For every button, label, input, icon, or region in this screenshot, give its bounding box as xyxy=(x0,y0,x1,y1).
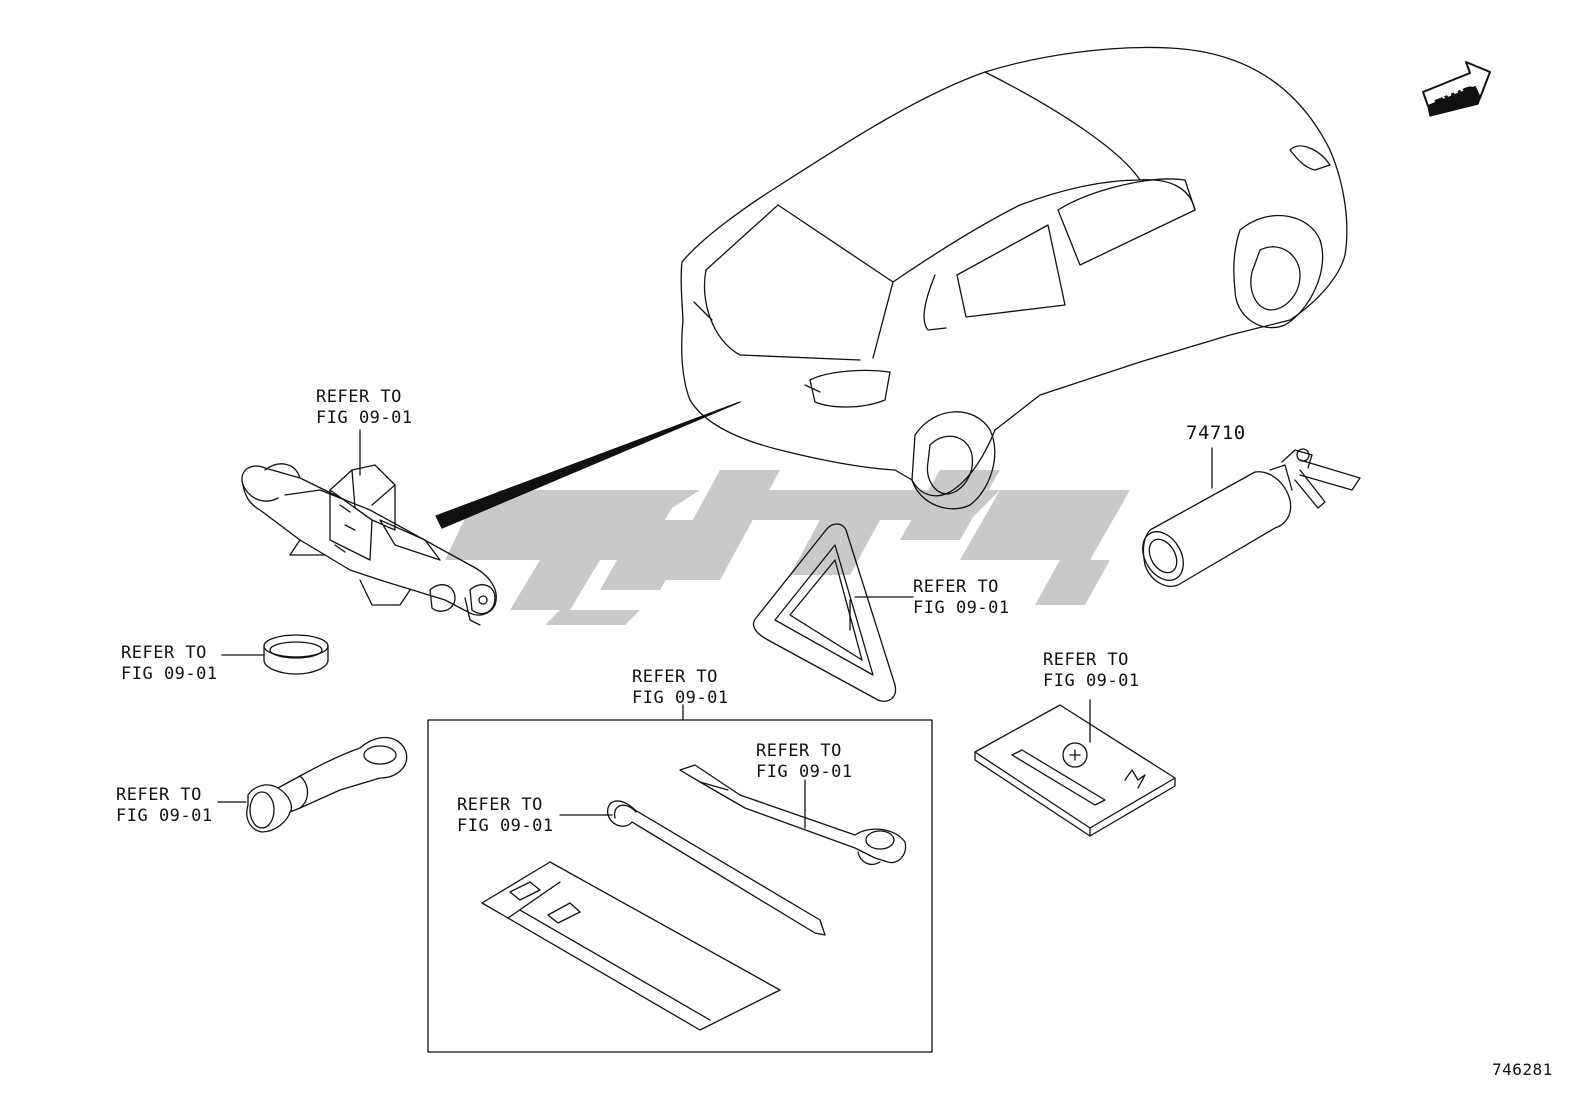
callout-line1: REFER TO xyxy=(316,387,402,407)
callout-line2: FIG 09-01 xyxy=(457,816,554,836)
callout-line2: FIG 09-01 xyxy=(756,762,853,782)
callout-line2: FIG 09-01 xyxy=(632,688,729,708)
callout-line2: FIG 09-01 xyxy=(1043,671,1140,691)
callout-line1: REFER TO xyxy=(913,577,999,597)
scissor-jack xyxy=(241,463,497,626)
callout-line2: FIG 09-01 xyxy=(316,408,413,428)
fwd-arrow-icon: FWD xyxy=(1422,61,1491,117)
warning-triangle xyxy=(752,523,897,702)
callout-line2: FIG 09-01 xyxy=(913,598,1010,618)
tow-hook xyxy=(246,736,408,833)
jack-ring xyxy=(263,634,329,675)
callout-line1: REFER TO xyxy=(632,667,718,687)
jack-handle xyxy=(607,800,826,936)
callout-line2: FIG 09-01 xyxy=(121,664,218,684)
callout-line1: REFER TO xyxy=(1043,650,1129,670)
callout-line2: FIG 09-01 xyxy=(116,806,213,826)
watermark-logo xyxy=(445,470,1130,625)
tool-kit-box xyxy=(427,719,933,1053)
part-number-label: 74710 xyxy=(1186,422,1246,444)
first-aid-kit xyxy=(974,704,1176,837)
lug-wrench xyxy=(679,764,907,866)
callout-line1: REFER TO xyxy=(756,741,842,761)
callout-line1: REFER TO xyxy=(116,785,202,805)
diagram-id-label: 746281 xyxy=(1492,1060,1553,1079)
callout-line1: REFER TO xyxy=(457,795,543,815)
vehicle-outline xyxy=(680,46,1348,510)
fire-extinguisher xyxy=(1142,448,1361,587)
callout-line1: REFER TO xyxy=(121,643,207,663)
location-pointer xyxy=(435,401,741,529)
tool-bag xyxy=(481,861,781,1031)
